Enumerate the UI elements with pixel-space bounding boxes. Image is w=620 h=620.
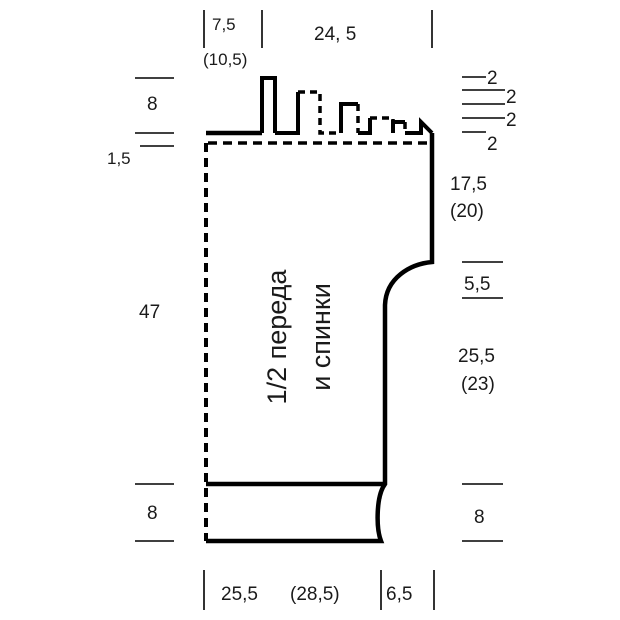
- shoulder-steps-dashed: [260, 78, 407, 135]
- bottom-extra-width-label: 6,5: [386, 584, 412, 605]
- body-outline: [206, 130, 435, 544]
- shoulder-steps-solid: [260, 76, 434, 135]
- piece-title-line2: и спинки: [306, 283, 336, 391]
- right-upper-height-alt-label: (20): [450, 201, 484, 222]
- right-step-label-4: 2: [487, 134, 498, 155]
- right-labels: 2 2 2 2 17,5 (20) 5,5 25,5 (23) 8: [450, 68, 517, 528]
- right-step-label-2: 2: [506, 87, 517, 108]
- piece-title: 1/2 переда и спинки: [262, 269, 336, 405]
- dimension-guides: [135, 10, 505, 610]
- bottom-width-label: 25,5: [221, 584, 258, 605]
- neck-width-label: 24, 5: [314, 24, 356, 45]
- shoulder-width-label: 7,5: [212, 15, 236, 34]
- left-small-height-label: 1,5: [107, 149, 131, 168]
- right-bottom-height-label: 8: [474, 507, 485, 528]
- pattern-outline: [204, 76, 435, 544]
- piece-title-line1: 1/2 переда: [262, 269, 292, 405]
- right-side-height-label: 25,5: [458, 346, 495, 367]
- left-top-height-label: 8: [147, 94, 158, 115]
- left-body-height-label: 47: [139, 302, 160, 323]
- right-side-height-alt-label: (23): [461, 374, 495, 395]
- bottom-labels: 25,5 (28,5) 6,5: [221, 584, 412, 605]
- right-step-label-3: 2: [506, 110, 517, 131]
- right-armhole-height-label: 5,5: [464, 274, 490, 295]
- right-step-label-1: 2: [487, 68, 498, 89]
- top-labels: 7,5 (10,5) 24, 5: [203, 15, 356, 69]
- left-labels: 8 1,5 47 8: [107, 94, 160, 524]
- bottom-width-alt-label: (28,5): [290, 584, 340, 605]
- left-bottom-height-label: 8: [147, 503, 158, 524]
- shoulder-width-alt-label: (10,5): [203, 50, 247, 69]
- right-upper-height-label: 17,5: [450, 174, 487, 195]
